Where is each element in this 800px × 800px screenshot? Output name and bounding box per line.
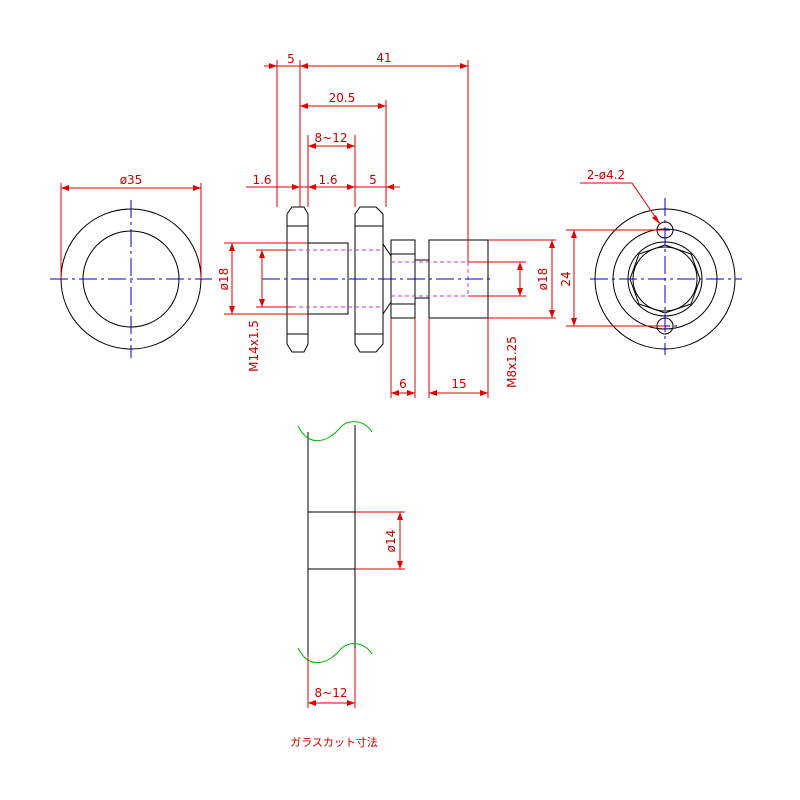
w15-arrow-r <box>480 390 488 396</box>
w15-arrow-l <box>429 390 437 396</box>
right-flange <box>354 206 384 353</box>
hole-leader-arrow <box>652 215 660 224</box>
left-flange <box>286 206 309 353</box>
t16c-arrow <box>347 184 355 190</box>
t16a-arrow <box>292 184 300 190</box>
d35-arrow-left <box>61 185 69 191</box>
m14-label: M14x1.5 <box>247 320 261 372</box>
d18l-arrow-b <box>229 306 235 314</box>
d18-right-label: ø18 <box>536 268 550 291</box>
w41-arrow-l <box>300 63 308 69</box>
right-end-view <box>590 198 742 355</box>
d18r-arrow-t <box>549 240 555 248</box>
w6-arrow-r <box>407 390 415 396</box>
w5-top-label: 5 <box>287 52 295 66</box>
d35-label: ø35 <box>120 173 143 187</box>
w15-label: 15 <box>451 377 466 391</box>
w5-mid-label: 5 <box>369 173 377 187</box>
side-dimensions-left: ø18 M14x1.5 <box>217 242 308 372</box>
m8-arrow-b <box>517 288 523 296</box>
right-hex-outline <box>629 244 701 314</box>
side-dimensions-top: 5 41 20.5 8~12 1.6 1.6 5 <box>246 51 469 262</box>
hole-spec-label: 2-ø4.2 <box>587 168 625 182</box>
w5mid-arrow <box>386 184 394 190</box>
glass-cut-section <box>297 421 373 664</box>
d18-left-label: ø18 <box>217 268 231 291</box>
g812-arrow-r <box>347 143 355 149</box>
right-end-dimensions: 24 2-ø4.2 <box>559 168 665 327</box>
caption-glass-cut: ガラスカット寸法 <box>290 735 378 749</box>
w6-arrow-l <box>391 390 399 396</box>
glass-range-top-label: 8~12 <box>315 131 348 145</box>
g812b-arrow-l <box>308 700 316 706</box>
thickness-1-6-b-label: 1.6 <box>318 173 337 187</box>
d18l-arrow-t <box>229 243 235 251</box>
w6-label: 6 <box>399 377 407 391</box>
w41-arrow-r <box>460 63 468 69</box>
d14-label: ø14 <box>384 530 398 553</box>
side-dimensions-bottom: 6 15 <box>390 318 489 398</box>
g812-arrow-l <box>308 143 316 149</box>
side-dimensions-right: M8x1.25 ø18 <box>468 239 556 388</box>
glass-cut-dimensions: ø14 8~12 <box>307 511 405 708</box>
m8-arrow-t <box>517 262 523 270</box>
m14-arrow-b <box>259 299 265 307</box>
h24-label: 24 <box>559 271 573 286</box>
d18r-arrow-b <box>549 310 555 318</box>
m8-label: M8x1.25 <box>505 336 519 388</box>
break-line-top <box>297 421 373 442</box>
m14-arrow-t <box>259 250 265 258</box>
thickness-1-6-a-label: 1.6 <box>252 173 271 187</box>
w41-label: 41 <box>376 51 391 65</box>
t16b-arrow <box>308 184 316 190</box>
d14-arrow-b <box>397 561 403 569</box>
d14-arrow-t <box>397 512 403 520</box>
break-line-bottom <box>297 643 373 664</box>
glass-range-bottom-label: 8~12 <box>315 686 348 700</box>
left-end-view: ø35 <box>50 173 212 358</box>
w20-5-label: 20.5 <box>329 91 356 105</box>
w20-arrow-l <box>300 103 308 109</box>
h24-arrow-t <box>571 230 577 238</box>
d35-arrow-right <box>193 185 201 191</box>
w5top-arrow <box>269 63 277 69</box>
g812b-arrow-r <box>347 700 355 706</box>
h24-arrow-b <box>571 318 577 326</box>
side-assembly-view <box>262 206 492 353</box>
w20-arrow-r <box>378 103 386 109</box>
